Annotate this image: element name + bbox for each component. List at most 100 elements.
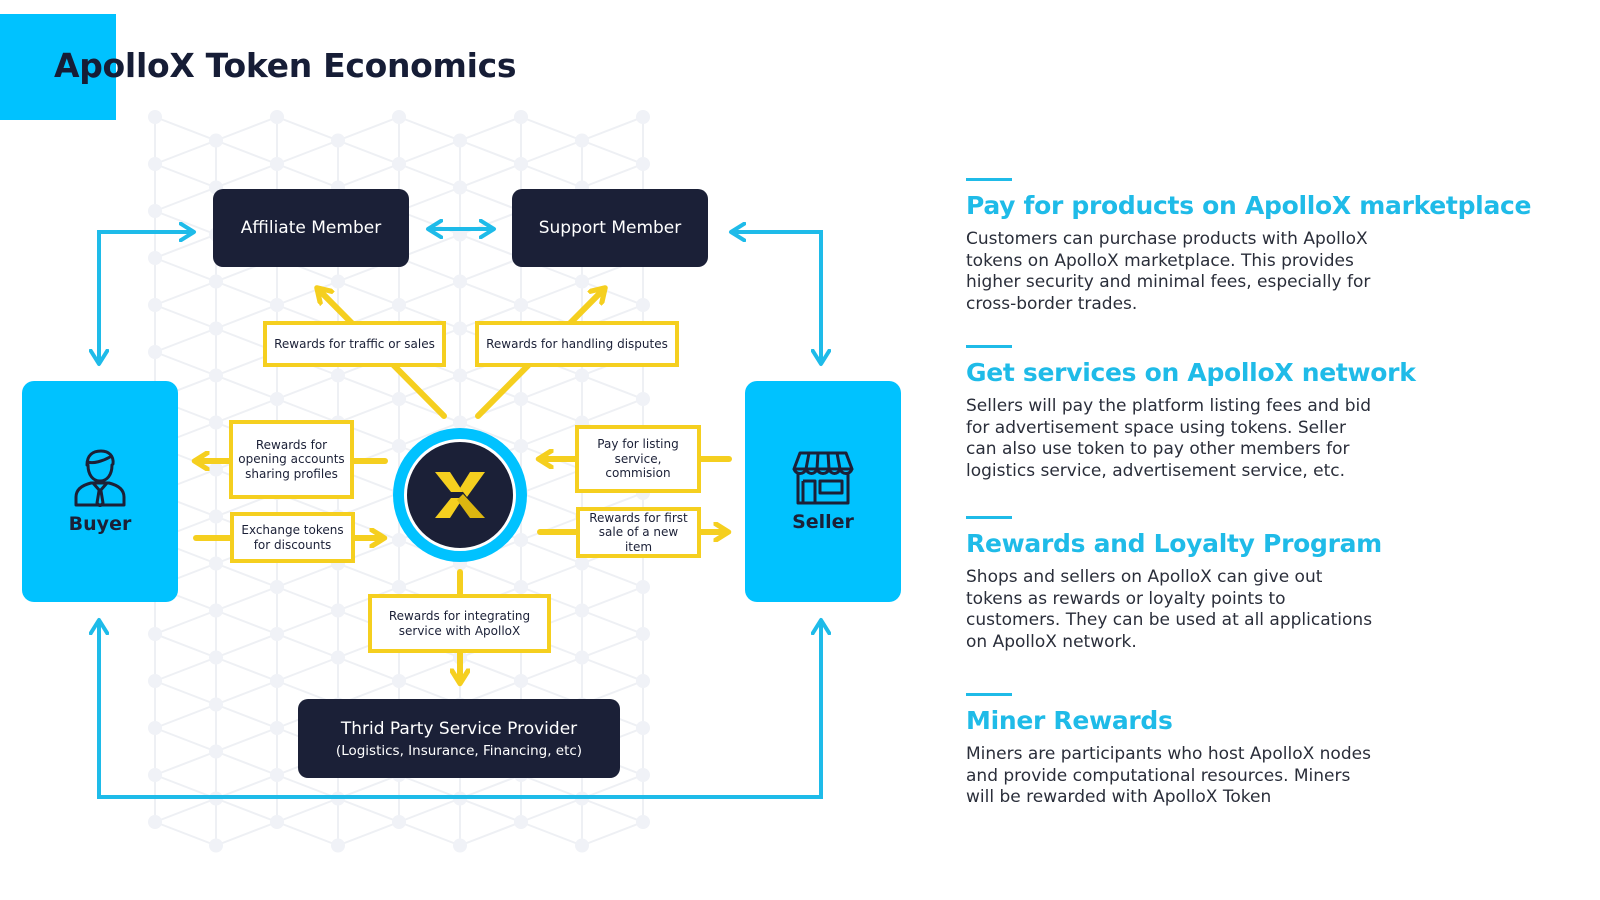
section-divider xyxy=(966,178,1012,181)
lattice-line xyxy=(276,163,339,189)
flow-label-traffic-sales: Rewards for traffic or sales xyxy=(263,321,446,367)
lattice-line xyxy=(215,280,278,306)
section-title: Get services on ApolloX network xyxy=(966,358,1416,387)
lattice-node xyxy=(575,838,589,853)
lattice-node xyxy=(453,180,467,195)
lattice-line xyxy=(215,304,278,330)
lattice-line xyxy=(337,774,400,800)
lattice-line xyxy=(215,680,278,706)
lattice-node xyxy=(209,603,223,618)
lattice-line xyxy=(520,656,583,682)
lattice-line xyxy=(520,163,583,189)
flow-label-opening-accounts-text: Rewards for opening accounts sharing pro… xyxy=(238,437,345,481)
lattice-line xyxy=(520,586,583,612)
lattice-node xyxy=(453,227,467,242)
lattice-node xyxy=(148,251,162,265)
lattice-line xyxy=(337,163,400,189)
lattice-node xyxy=(575,791,589,806)
lattice-line xyxy=(154,656,217,682)
info-section-get-services: Get services on ApolloX network Sellers … xyxy=(966,345,1486,483)
lattice-line xyxy=(398,398,461,424)
lattice-node xyxy=(514,580,528,594)
section-title: Rewards and Loyalty Program xyxy=(966,529,1382,558)
title-accent-block xyxy=(0,14,116,120)
lattice-line xyxy=(154,633,217,659)
lattice-node xyxy=(514,815,528,829)
lattice-node xyxy=(636,768,650,782)
lattice-line xyxy=(520,421,583,447)
lattice-line xyxy=(154,727,217,753)
lattice-line xyxy=(215,656,278,682)
lattice-line xyxy=(398,797,461,823)
lattice-line xyxy=(520,774,583,800)
lattice-line xyxy=(215,116,278,142)
lattice-node xyxy=(209,556,223,571)
lattice-node xyxy=(453,415,467,430)
flow-label-handling-disputes: Rewards for handling disputes xyxy=(475,321,679,367)
lattice-node xyxy=(392,439,406,453)
flow-label-integrating-text: Rewards for integrating service with Apo… xyxy=(388,609,531,638)
lattice-line xyxy=(459,398,522,424)
lattice-node xyxy=(331,368,345,383)
node-third-party-subtitle: (Logistics, Insurance, Financing, etc) xyxy=(335,742,583,759)
node-buyer: Buyer xyxy=(22,381,178,602)
lattice-line xyxy=(459,421,522,447)
lattice-line xyxy=(520,821,583,847)
lattice-node xyxy=(392,110,406,124)
lattice-line xyxy=(276,139,339,165)
lattice-node xyxy=(453,791,467,806)
lattice-node xyxy=(148,110,162,124)
lattice-line xyxy=(581,116,644,142)
lattice-line xyxy=(459,163,522,189)
lattice-line xyxy=(459,374,522,400)
node-seller-label: Seller xyxy=(792,510,854,533)
apollox-token-hub xyxy=(393,428,527,562)
node-support-member-label: Support Member xyxy=(538,218,682,238)
lattice-line xyxy=(459,821,522,847)
lattice-node xyxy=(331,603,345,618)
lattice-line xyxy=(520,562,583,588)
lattice-line xyxy=(337,656,400,682)
lattice-node xyxy=(209,650,223,665)
lattice-node xyxy=(514,533,528,547)
lattice-line xyxy=(398,280,461,306)
lattice-line xyxy=(215,797,278,823)
lattice-node xyxy=(148,298,162,312)
lattice-node xyxy=(331,274,345,289)
lattice-line xyxy=(581,656,644,682)
flow-label-handling-disputes-text: Rewards for handling disputes xyxy=(486,336,668,351)
node-seller: Seller xyxy=(745,381,901,602)
lattice-line xyxy=(154,680,217,706)
lattice-node xyxy=(148,674,162,688)
section-title: Miner Rewards xyxy=(966,706,1173,735)
lattice-line xyxy=(459,797,522,823)
user-icon xyxy=(74,449,126,507)
lattice-line xyxy=(154,821,217,847)
lattice-line xyxy=(459,280,522,306)
lattice-node xyxy=(636,110,650,124)
lattice-line xyxy=(337,821,400,847)
lattice-line xyxy=(154,774,217,800)
lattice-line xyxy=(276,586,339,612)
section-divider xyxy=(966,693,1012,696)
lattice-node xyxy=(331,838,345,853)
section-body: Sellers will pay the platform listing fe… xyxy=(966,396,1372,482)
lattice-node xyxy=(270,815,284,829)
lattice-node xyxy=(209,838,223,853)
lattice-node xyxy=(148,627,162,641)
lattice-line xyxy=(581,609,644,635)
lattice-line xyxy=(276,774,339,800)
lattice-line xyxy=(154,257,217,283)
lattice-line xyxy=(276,633,339,659)
node-third-party-title: Thrid Party Service Provider xyxy=(340,718,578,739)
lattice-line xyxy=(520,445,583,471)
lattice-line xyxy=(154,750,217,776)
lattice-line xyxy=(276,609,339,635)
info-section-miner-rewards: Miner Rewards Miners are participants wh… xyxy=(966,693,1486,809)
lattice-node xyxy=(392,533,406,547)
section-body: Miners are participants who host ApolloX… xyxy=(966,744,1371,808)
lattice-node xyxy=(392,580,406,594)
lattice-line xyxy=(581,586,644,612)
lattice-line xyxy=(154,233,217,259)
lattice-line xyxy=(581,139,644,165)
